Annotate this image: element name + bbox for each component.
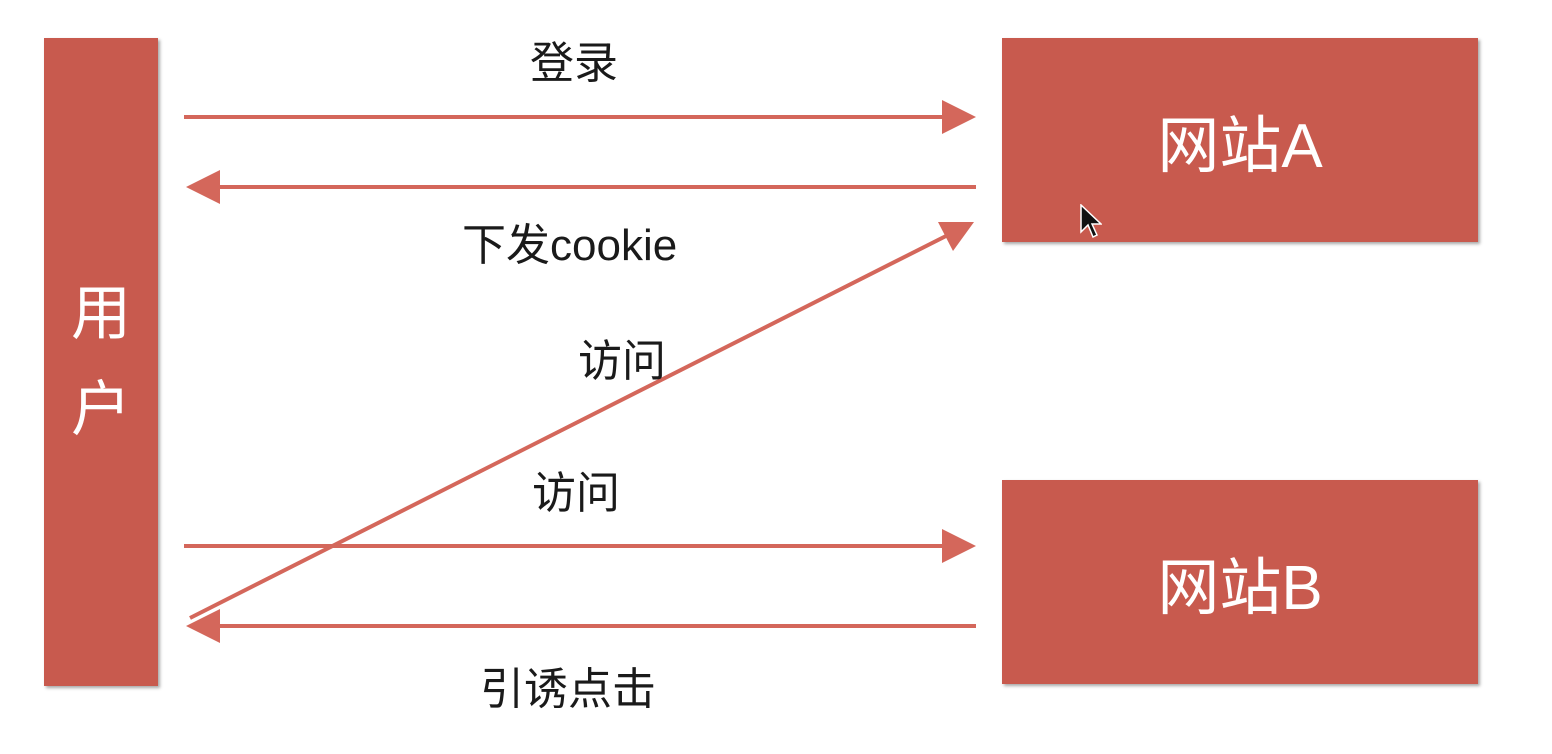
arrow-visit-b xyxy=(184,529,976,563)
user-label-char-1: 用 xyxy=(71,279,131,349)
mouse-pointer-icon xyxy=(1080,204,1102,239)
user-label-char-2: 户 xyxy=(71,375,131,445)
edge-label-lure: 引诱点击 xyxy=(480,665,656,714)
site-a-node: 网站A xyxy=(1002,38,1478,242)
arrow-lure xyxy=(186,609,976,643)
arrow-visit-a xyxy=(189,222,974,620)
edge-label-visit-b: 访问 xyxy=(532,469,620,518)
edge-label-cookie: 下发cookie xyxy=(462,221,678,270)
site-b-node: 网站B xyxy=(1002,480,1478,684)
user-node: 用 户 xyxy=(44,38,158,686)
site-b-label: 网站B xyxy=(1157,554,1323,623)
arrow-login xyxy=(184,100,976,134)
site-a-label: 网站A xyxy=(1157,112,1323,181)
edge-label-login: 登录 xyxy=(530,39,618,88)
arrow-cookie xyxy=(186,170,976,204)
edge-label-visit-a: 访问 xyxy=(578,337,666,386)
